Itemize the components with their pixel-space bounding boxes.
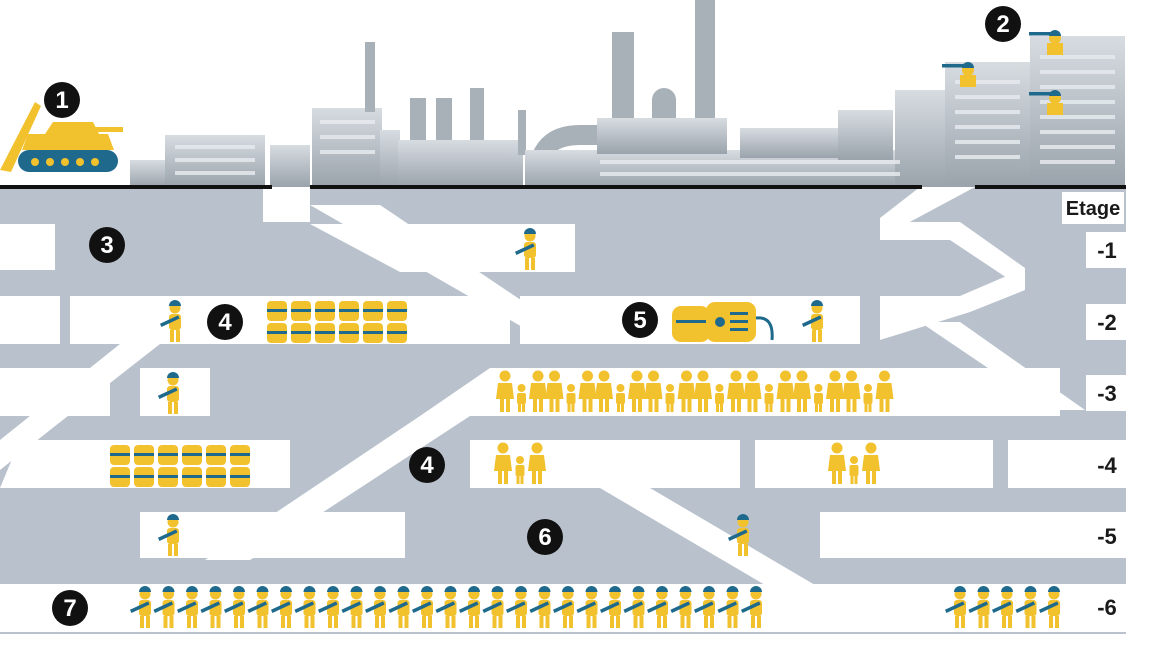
entrance-shaft-left — [263, 187, 310, 222]
sniper-icon — [1029, 90, 1063, 115]
barrel-icon — [230, 467, 250, 487]
barrel-icon — [363, 323, 383, 343]
marker-number: 4 — [218, 309, 232, 336]
barrel-icon — [158, 467, 178, 487]
barrel-icon — [291, 323, 311, 343]
generator-icon — [672, 302, 774, 342]
marker-number: 6 — [538, 524, 551, 551]
barrel-icon — [182, 445, 202, 465]
stair-right-upper — [880, 222, 1025, 290]
barrel-icon — [339, 323, 359, 343]
etage-header: Etage — [1066, 198, 1120, 220]
barrel-icon — [339, 301, 359, 321]
marker-m3: 3 — [89, 227, 125, 263]
barrel-icon — [291, 301, 311, 321]
floor-labels: -1 -2 -3 -4 -5 -6 — [1086, 232, 1126, 625]
marker-number: 3 — [100, 232, 113, 259]
tunnel-floor-2-mid — [70, 296, 510, 344]
barrel-icon — [387, 301, 407, 321]
barrel-icon — [315, 323, 335, 343]
barrel-icon — [182, 467, 202, 487]
tank-icon — [0, 102, 123, 172]
barrel-icon — [134, 445, 154, 465]
marker-m5: 5 — [622, 302, 658, 338]
barrel-icon — [363, 301, 383, 321]
floor-label: -4 — [1097, 453, 1117, 478]
barrel-icon — [110, 467, 130, 487]
barrel-icon — [387, 323, 407, 343]
marker-m4a: 4 — [207, 304, 243, 340]
marker-m1: 1 — [44, 82, 80, 118]
marker-m7: 7 — [52, 590, 88, 626]
marker-m6: 6 — [527, 519, 563, 555]
sniper-icon — [942, 62, 976, 87]
factory-skyline — [130, 0, 1125, 187]
marker-m4b: 4 — [409, 447, 445, 483]
floor-label: -3 — [1097, 381, 1117, 406]
tunnel-floor-5-right — [820, 512, 1126, 558]
marker-number: 5 — [633, 307, 646, 334]
barrel-icon — [230, 445, 250, 465]
marker-number: 4 — [420, 452, 434, 479]
floor-label: -6 — [1097, 595, 1117, 620]
barrel-icon — [134, 467, 154, 487]
barrel-icon — [158, 445, 178, 465]
tunnel-floor-1-left — [0, 224, 55, 270]
tunnel-floor-2-left — [0, 296, 60, 344]
marker-number: 2 — [996, 11, 1009, 38]
floor-label: -1 — [1097, 238, 1117, 263]
stair-right-lower — [880, 268, 1025, 340]
sniper-icon — [1029, 30, 1063, 55]
tunnel-floor-5-left — [140, 512, 405, 558]
tunnel-floor-4-mid — [470, 440, 740, 488]
tunnel-floor-3-left — [0, 368, 110, 416]
barrel-icon — [267, 323, 287, 343]
barrel-icon — [206, 467, 226, 487]
marker-m2: 2 — [985, 6, 1021, 42]
floor-label: -2 — [1097, 310, 1117, 335]
marker-number: 7 — [63, 595, 76, 622]
barrel-icon — [110, 445, 130, 465]
numbered-markers: 1 2 3 4 4 5 6 7 — [44, 6, 1021, 626]
tunnel-floor-1-mid — [310, 224, 575, 272]
marker-number: 1 — [55, 87, 68, 114]
barrel-icon — [315, 301, 335, 321]
floor-label: -5 — [1097, 524, 1117, 549]
barrel-icon — [206, 445, 226, 465]
barrel-icon — [267, 301, 287, 321]
